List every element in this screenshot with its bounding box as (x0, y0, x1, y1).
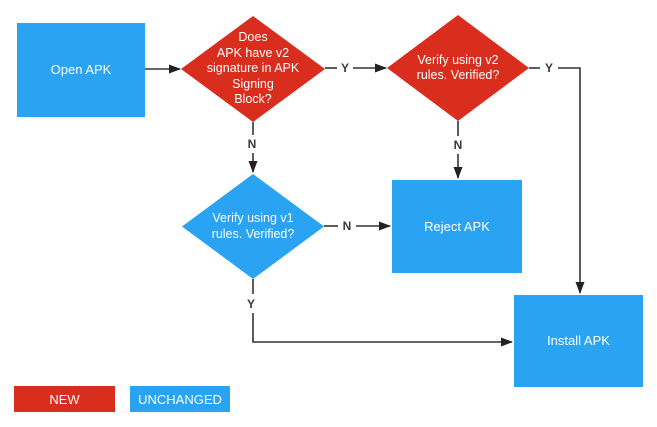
edge-label-v2-check-no: N (247, 137, 257, 151)
node-reject-apk: Reject APK (392, 180, 522, 273)
node-v2-verify-label: Verify using v2 rules. Verified? (416, 52, 500, 83)
node-install-apk: Install APK (514, 295, 643, 387)
node-reject-apk-label: Reject APK (424, 218, 490, 234)
node-v1-verify-label: Verify using v1 rules. Verified? (211, 211, 295, 241)
edge-label-v1-verify-yes: Y (246, 297, 256, 311)
edge-v2-verify-yes-arrow (558, 67, 585, 294)
legend-unchanged-label: UNCHANGED (138, 391, 222, 407)
node-open-apk-label: Open APK (50, 62, 112, 77)
legend-unchanged: UNCHANGED (130, 386, 230, 412)
node-open-apk: Open APK (17, 23, 145, 117)
edge-label-v2-check-yes: Y (340, 61, 350, 75)
edge-v1-verify-yes-arrow (252, 313, 513, 347)
edge-label-v2-verify-yes: Y (544, 61, 554, 75)
node-install-apk-label: Install APK (547, 333, 610, 348)
edge-label-v1-verify-no: N (342, 219, 352, 233)
node-v2-check-label: Does APK have v2 signature in APK Signin… (206, 30, 300, 107)
edge-label-v2-verify-no: N (453, 138, 463, 152)
legend-new: NEW (14, 386, 115, 412)
legend-new-label: NEW (49, 391, 80, 407)
